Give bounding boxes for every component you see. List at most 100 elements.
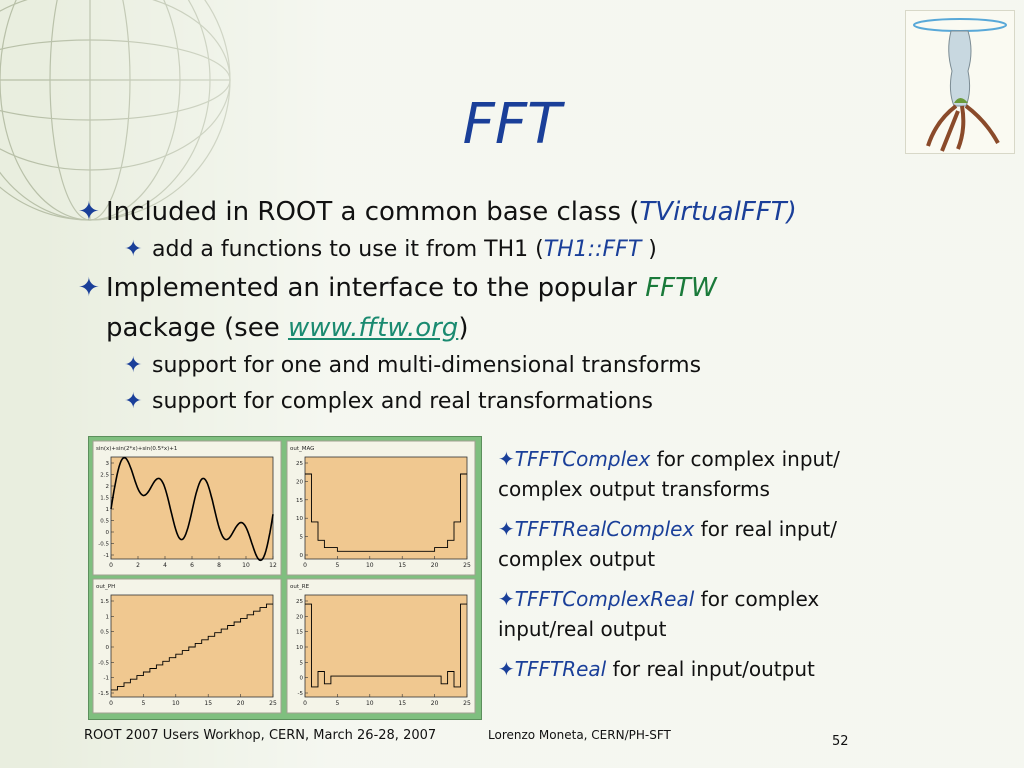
y-tick-label: 1.5 (100, 496, 109, 502)
bullet-text: support for one and multi-dimensional tr… (152, 353, 702, 378)
y-tick-label: 3 (106, 461, 110, 467)
x-tick-label: 25 (463, 700, 471, 707)
star-bullet-icon: ✦ (124, 353, 143, 378)
y-tick-label: -5 (298, 691, 304, 697)
x-tick-label: 15 (204, 700, 212, 707)
y-tick-label: 0 (300, 676, 304, 682)
x-tick-label: 0 (303, 562, 307, 569)
class-desc: for complex input/real output (498, 587, 820, 641)
y-tick-label: 1 (106, 507, 110, 513)
sub-bullet-item: ✦ add a functions to use it from TH1 (TH… (78, 232, 938, 268)
footer-author: Lorenzo Moneta, CERN/PH-SFT (488, 728, 671, 742)
x-tick-label: 5 (335, 700, 339, 707)
x-tick-label: 20 (237, 700, 245, 707)
x-tick-label: 4 (163, 562, 167, 569)
bullet-item: ✦ Included in ROOT a common base class (… (78, 192, 938, 232)
x-tick-label: 8 (217, 562, 221, 569)
y-tick-label: -1.5 (98, 691, 109, 697)
star-bullet-icon: ✦ (78, 197, 100, 227)
footer-event: ROOT 2007 Users Workhop, CERN, March 26-… (84, 728, 437, 743)
y-tick-label: 2 (106, 484, 110, 490)
x-tick-label: 10 (366, 700, 374, 707)
x-tick-label: 12 (269, 562, 277, 569)
bullet-text: support for complex and real transformat… (152, 389, 653, 414)
x-tick-label: 6 (190, 562, 194, 569)
fftw-link[interactable]: www.fftw.org (287, 313, 459, 343)
x-tick-label: 0 (109, 700, 113, 707)
x-tick-label: 5 (141, 700, 145, 707)
y-tick-label: -1 (104, 553, 109, 559)
class-name: TFFTComplexReal (514, 587, 695, 611)
class-name: TVirtualFFT (639, 197, 787, 227)
y-tick-label: 0.5 (100, 630, 109, 636)
magnitude-histogram (305, 473, 467, 552)
page-number: 52 (832, 734, 849, 749)
slide-title: FFT (462, 92, 562, 157)
x-tick-label: 25 (463, 562, 471, 569)
y-tick-label: 15 (296, 630, 303, 636)
library-name: FFTW (645, 273, 717, 303)
class-item: ✦TFFTComplex for complex input/ complex … (498, 444, 918, 504)
plot-frame (304, 456, 468, 560)
star-bullet-icon: ✦ (124, 389, 143, 414)
y-tick-label: 25 (296, 599, 303, 605)
fft-class-list: ✦TFFTComplex for complex input/ complex … (498, 444, 918, 694)
plot-frame (110, 594, 274, 698)
class-name: TFFTReal (514, 657, 607, 681)
x-tick-label: 15 (398, 562, 406, 569)
y-tick-label: 5 (300, 535, 304, 541)
class-name: TFFTComplex (514, 447, 651, 471)
class-desc: for complex input/ complex output transf… (498, 447, 840, 501)
pad-label: out_PH (96, 584, 115, 590)
bullet-text: Included in ROOT a common base class ( (106, 197, 640, 227)
y-tick-label: 10 (296, 645, 303, 651)
x-tick-label: 10 (366, 562, 374, 569)
star-bullet-icon: ✦ (124, 237, 143, 262)
star-bullet-icon: ✦ (498, 447, 515, 471)
class-desc: for real input/output (606, 657, 815, 681)
bullet-text: package (see (106, 313, 288, 343)
bullet-text: add a functions to use it from TH1 ( (152, 237, 544, 262)
bullet-text: ) (458, 313, 469, 343)
y-tick-label: -0.5 (98, 542, 109, 548)
y-tick-label: 5 (300, 660, 304, 666)
y-tick-label: -1 (104, 676, 109, 682)
bullet-text: Implemented an interface to the popular (106, 273, 646, 303)
x-tick-label: 5 (335, 562, 339, 569)
y-tick-label: 0.5 (100, 519, 109, 525)
class-desc: for real input/ complex output (498, 517, 837, 571)
plot-frame (304, 594, 468, 698)
y-tick-label: 20 (296, 479, 303, 485)
y-tick-label: 1 (106, 614, 110, 620)
class-item: ✦TFFTReal for real input/output (498, 654, 918, 684)
x-tick-label: 20 (431, 700, 439, 707)
bullet-list: ✦ Included in ROOT a common base class (… (78, 192, 938, 420)
y-tick-label: 15 (296, 498, 303, 504)
x-tick-label: 25 (269, 700, 277, 707)
star-bullet-icon: ✦ (498, 517, 515, 541)
real-part-histogram (305, 603, 467, 688)
y-tick-label: 0 (106, 645, 110, 651)
phase-histogram (111, 603, 273, 691)
pad-label: out_MAG (290, 446, 314, 452)
star-bullet-icon: ✦ (498, 657, 515, 681)
y-tick-label: 1.5 (100, 599, 109, 605)
y-tick-label: 10 (296, 516, 303, 522)
x-tick-label: 0 (303, 700, 307, 707)
sub-bullet-item: ✦ support for one and multi-dimensional … (78, 348, 938, 384)
y-tick-label: 2.5 (100, 473, 109, 479)
bullet-text: ) (786, 197, 797, 227)
x-tick-label: 20 (431, 562, 439, 569)
x-tick-label: 10 (242, 562, 250, 569)
class-name: TH1::FFT (543, 237, 642, 262)
y-tick-label: 20 (296, 614, 303, 620)
pad-label: sin(x)+sin(2*x)+sin(0.5*x)+1 (96, 446, 177, 452)
y-tick-label: 25 (296, 461, 303, 467)
signal-curve (110, 456, 274, 562)
x-tick-label: 2 (136, 562, 140, 569)
x-tick-label: 0 (109, 562, 113, 569)
pad-label: out_RE (290, 584, 310, 590)
star-bullet-icon: ✦ (498, 587, 515, 611)
